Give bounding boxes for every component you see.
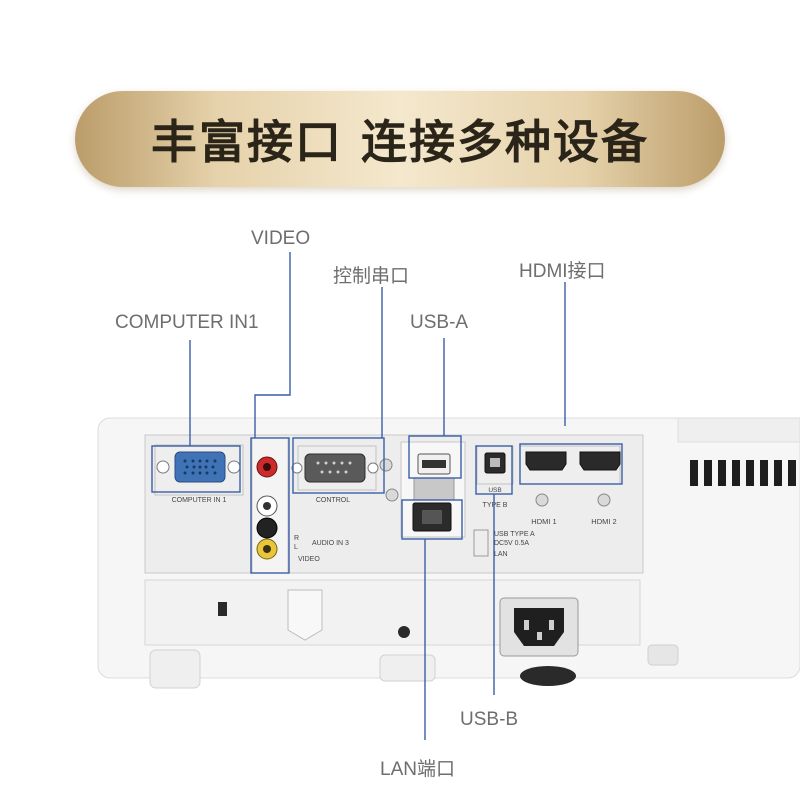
label-audio-in: AUDIO IN 3 <box>312 540 349 547</box>
kensington-slot <box>218 602 227 616</box>
power-inlet <box>514 608 564 646</box>
callout-usb-a: USB-A <box>410 312 469 333</box>
callout-video: VIDEO <box>251 228 311 249</box>
label-l: L <box>294 544 298 551</box>
hdmi1-port <box>525 451 567 471</box>
security-bar <box>287 589 323 641</box>
label-dc: DC5V 0.5A <box>494 540 529 547</box>
projector-top-edge <box>677 417 800 443</box>
label-control: CONTROL <box>316 497 350 504</box>
callout-lan: LAN端口 <box>380 759 455 780</box>
banner-title: 丰富接口 连接多种设备 <box>150 115 649 169</box>
sensor-dot <box>398 626 410 638</box>
vga-screw-left <box>156 460 170 474</box>
serial-port <box>304 453 366 483</box>
callout-usb-b: USB-B <box>460 709 519 730</box>
hdmi2-port <box>579 451 621 471</box>
label-lan: LAN <box>494 551 508 558</box>
callout-control-serial: 控制串口 <box>333 266 410 287</box>
vga-screw-right <box>227 460 241 474</box>
label-usb-type-a: USB TYPE A <box>494 531 535 538</box>
center-foot <box>379 654 436 682</box>
label-computer-in: COMPUTER IN 1 <box>172 497 227 504</box>
usb-a-recess <box>413 477 455 501</box>
label-usb: USB <box>488 487 501 494</box>
panel-screw <box>385 488 399 502</box>
label-r: R <box>294 535 299 542</box>
label-video: VIDEO <box>298 556 320 563</box>
title-banner: 丰富接口 连接多种设备 <box>75 91 725 187</box>
mic-jack <box>256 517 278 539</box>
callout-lines <box>151 252 623 740</box>
label-type-b: TYPE B <box>483 502 508 509</box>
vent-grille <box>690 460 796 486</box>
left-foot <box>149 649 201 689</box>
callout-hdmi: HDMI接口 <box>519 261 606 282</box>
right-foot <box>647 644 679 666</box>
callout-computer-in1: COMPUTER IN1 <box>115 312 259 333</box>
front-foot <box>520 666 576 686</box>
serial-pins <box>316 461 352 474</box>
label-hdmi2: HDMI 2 <box>591 517 616 526</box>
vga-pins <box>183 459 217 475</box>
label-hdmi1: HDMI 1 <box>531 517 556 526</box>
